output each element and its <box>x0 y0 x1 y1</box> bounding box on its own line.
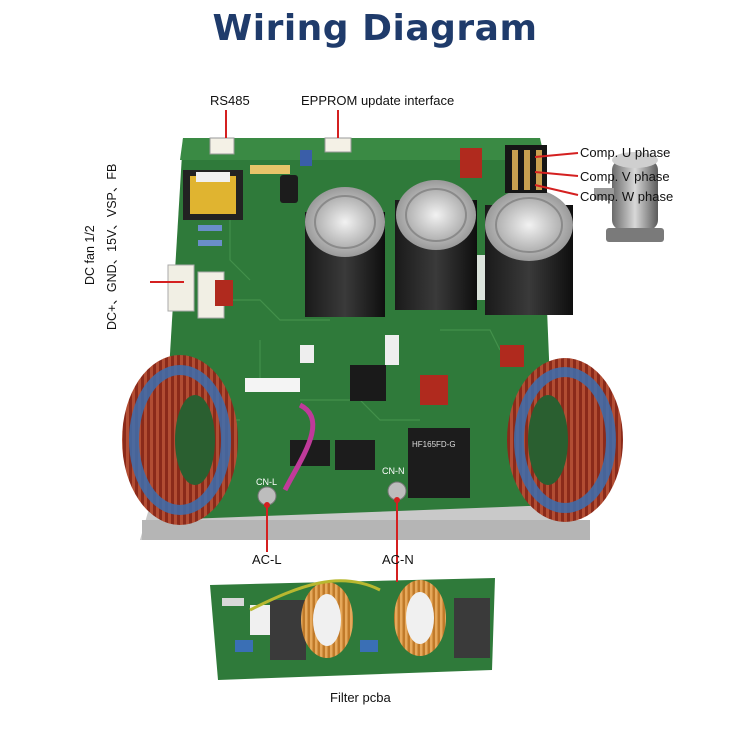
filter-pcba-image <box>210 578 495 680</box>
relay <box>408 428 470 498</box>
comp-v-phase-label: Comp. V phase <box>580 169 670 184</box>
compressor-image <box>594 152 664 242</box>
dc-fan-label: DC fan 1/2 <box>83 225 97 285</box>
capacitors <box>305 180 573 317</box>
left-choke <box>122 355 238 525</box>
comp-u-phase-label: Comp. U phase <box>580 145 671 160</box>
ac-n-label: AC-N <box>382 552 414 567</box>
page-title: Wiring Diagram <box>212 8 538 49</box>
dc-fan-pins-label: DC+、GND、15V、VSP、FB <box>105 163 119 330</box>
rs485-label: RS485 <box>210 93 250 108</box>
rs485-connector <box>209 137 235 155</box>
compressor-terminals <box>505 145 547 193</box>
transformer <box>183 170 243 220</box>
cn-l-mark: CN-L <box>256 477 278 487</box>
comp-w-phase-label: Comp. W phase <box>580 189 674 204</box>
ac-l-label: AC-L <box>252 552 282 567</box>
relay-mark: HF165FD-G <box>412 440 456 449</box>
right-choke <box>507 358 623 522</box>
eeprom-label: EPPROM update interface <box>301 93 455 108</box>
dc-fan-connectors <box>167 264 233 319</box>
leader-lines <box>150 110 579 582</box>
filter-pcba-label: Filter pcba <box>330 690 391 705</box>
cn-n-mark: CN-N <box>382 466 405 476</box>
eeprom-connector <box>324 137 352 153</box>
ac-terminals <box>257 402 407 506</box>
